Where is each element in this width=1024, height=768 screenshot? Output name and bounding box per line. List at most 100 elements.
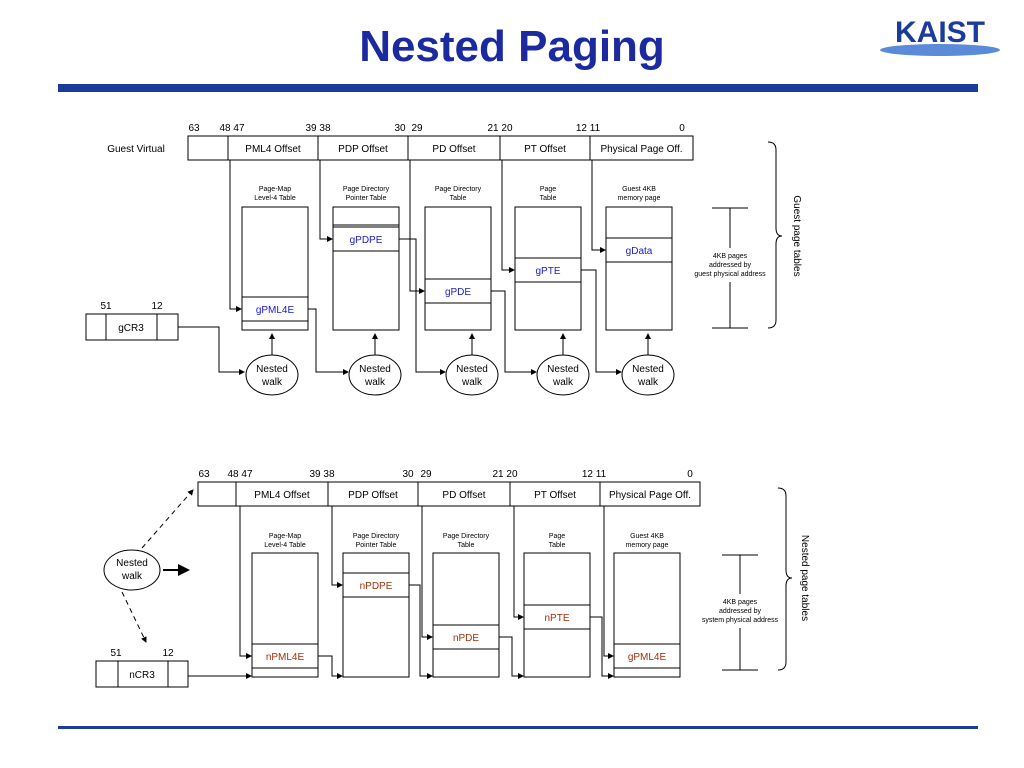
walk-dashed-arrow: [121, 591, 147, 643]
table-entry: nPDE: [453, 633, 479, 644]
table-title: Pointer Table: [356, 542, 397, 549]
walk-dashed-arrow: [141, 489, 194, 549]
offset-arrow: [239, 506, 252, 659]
kaist-logo: KAIST: [880, 16, 1000, 56]
page-title: Nested Paging: [359, 22, 665, 71]
nested-walk-node: [348, 354, 402, 396]
table-title: Level-4 Table: [264, 542, 306, 549]
table-title: memory page: [626, 542, 669, 549]
chain-arrow: [409, 584, 433, 679]
cr3-bit: 12: [151, 301, 163, 312]
offset-arrow: [319, 160, 333, 242]
nested-walk-node: [245, 354, 299, 396]
page-table: [424, 206, 492, 331]
field-label: Physical Page Off.: [609, 490, 691, 501]
address-field: [197, 481, 237, 507]
nested-walk-node: [621, 354, 675, 396]
bit-label: 39 38: [309, 469, 334, 480]
table-title: Level-4 Table: [254, 195, 296, 202]
walk-label: Nested: [547, 364, 579, 375]
walk-label: walk: [261, 377, 283, 388]
field-label: PML4 Offset: [245, 144, 301, 155]
address-field: [327, 481, 419, 507]
walk-label: Nested: [116, 558, 148, 569]
note-text: guest physical address: [694, 271, 766, 278]
chain-arrow: [318, 655, 343, 679]
bit-label: 21 20: [487, 123, 512, 134]
address-field: [227, 135, 319, 161]
offset-arrow: [331, 506, 343, 588]
page-table: [342, 552, 410, 678]
field-label: PDP Offset: [338, 144, 388, 155]
table-title: Guest 4KB: [622, 186, 656, 193]
table-entry: nPML4E: [266, 652, 305, 663]
bit-label: 63: [198, 469, 210, 480]
side-label: Nested page tables: [799, 535, 810, 621]
cr3-register: [85, 313, 179, 341]
table-entry: gPTE: [535, 266, 560, 277]
chain-arrow: [308, 308, 349, 375]
field-label: PT Offset: [534, 490, 576, 501]
field-label: PML4 Offset: [254, 490, 310, 501]
table-entry: nPDPE: [360, 581, 393, 592]
page-table: [241, 206, 309, 331]
note-text: system physical address: [702, 617, 779, 624]
note-text: 4KB pages: [723, 599, 758, 606]
bit-label: 48 47: [219, 123, 244, 134]
table-entry: gPDPE: [350, 235, 383, 246]
table-entry: gData: [626, 246, 653, 257]
table-title: Page Directory: [443, 533, 490, 540]
address-field: [589, 135, 694, 161]
page-table: [613, 552, 681, 678]
offset-arrow: [229, 160, 242, 312]
table-title: Page Directory: [353, 533, 400, 540]
table-title: memory page: [618, 195, 661, 202]
offset-arrow: [409, 160, 425, 294]
chain-arrow: [590, 616, 614, 679]
walk-label: Nested: [632, 364, 664, 375]
side-brace: [777, 487, 793, 671]
table-title: Page Directory: [435, 186, 482, 193]
cr3-arrow: [178, 326, 245, 375]
table-title: Table: [540, 195, 557, 202]
table-title: Table: [458, 542, 475, 549]
title-rule: [58, 84, 978, 92]
offset-arrow: [591, 160, 606, 253]
table-title: Table: [450, 195, 467, 202]
chain-arrow: [491, 290, 537, 375]
table-title: Guest 4KB: [630, 533, 664, 540]
page-table-top: [332, 206, 400, 226]
cr3-register: [95, 660, 189, 688]
field-label: PT Offset: [524, 144, 566, 155]
offset-arrow: [501, 160, 515, 273]
bit-label: 39 38: [305, 123, 330, 134]
cr3-label: nCR3: [129, 670, 155, 681]
table-entry: gPML4E: [256, 305, 295, 316]
table-title: Pointer Table: [346, 195, 387, 202]
field-label: PD Offset: [432, 144, 475, 155]
bit-label: 63: [188, 123, 200, 134]
bit-label: 0: [679, 123, 685, 134]
nested-walk-node: [536, 354, 590, 396]
page-table: [432, 552, 500, 678]
nested-walk-node: [445, 354, 499, 396]
svg-text:KAIST: KAIST: [895, 16, 985, 49]
field-label: PDP Offset: [348, 490, 398, 501]
page-table: [523, 552, 591, 678]
table-title: Page-Map: [269, 533, 301, 540]
table-title: Page-Map: [259, 186, 291, 193]
note-text: 4KB pages: [713, 253, 748, 260]
note-text: addressed by: [719, 608, 762, 615]
address-field: [317, 135, 409, 161]
chain-arrow: [399, 238, 446, 375]
bit-label: 29: [411, 123, 423, 134]
table-entry: nPTE: [544, 613, 569, 624]
walk-label: walk: [364, 377, 386, 388]
table-entry: gPDE: [445, 287, 471, 298]
walk-label: Nested: [359, 364, 391, 375]
side-brace: [767, 141, 783, 329]
walk-label: Nested: [256, 364, 288, 375]
offset-arrow: [421, 506, 433, 640]
